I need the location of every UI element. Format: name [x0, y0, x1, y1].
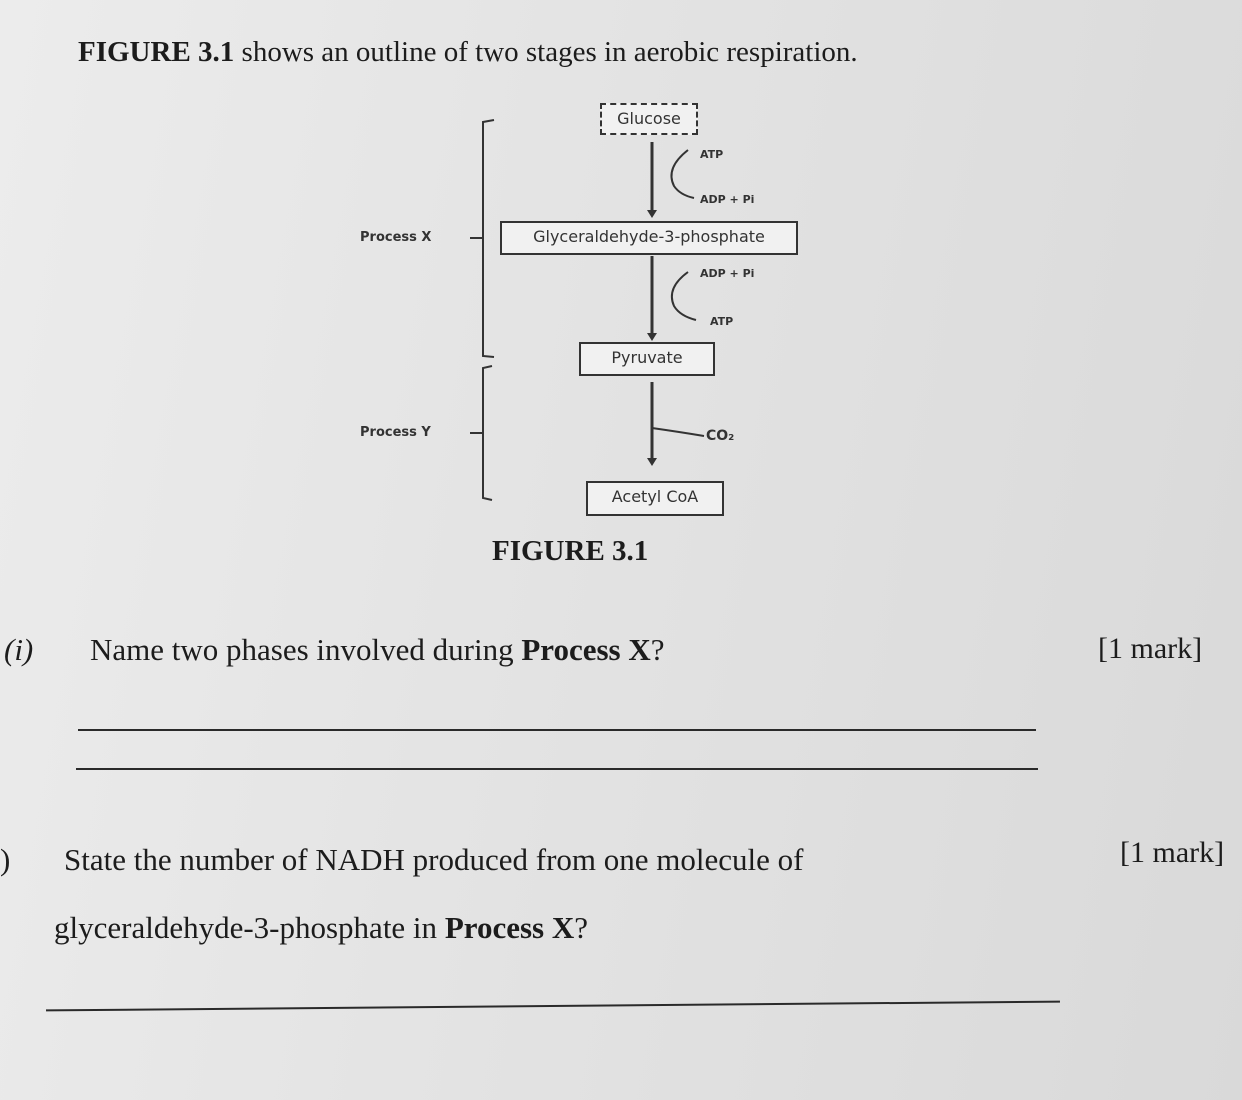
adp-out-label: ADP + Pi	[700, 193, 755, 206]
question-1-text: Name two phases involved during Process …	[90, 632, 665, 668]
question-1-text-start: Name two phases involved during	[90, 632, 522, 667]
question-1-process: Process X	[521, 632, 651, 667]
process-y-label: Process Y	[360, 425, 431, 440]
question-2-process: Process X	[444, 910, 575, 945]
adp-in-label: ADP + Pi	[700, 267, 755, 280]
question-2-line2-start: glyceraldehyde-3-phosphate in	[54, 910, 445, 945]
question-1-text-end: ?	[650, 632, 665, 667]
g3p-box: Glyceraldehyde-3-phosphate	[500, 221, 798, 255]
figure-caption: FIGURE 3.1	[492, 535, 649, 567]
acetyl-coa-box: Acetyl CoA	[586, 481, 724, 516]
pyruvate-box: Pyruvate	[579, 342, 715, 376]
answer-line-2[interactable]	[76, 768, 1038, 770]
process-y-bracket	[482, 365, 493, 501]
intro-sentence: shows an outline of two stages in aerobi…	[234, 36, 858, 68]
process-x-bracket	[482, 119, 495, 358]
respiration-diagram: Glucose Glyceraldehyde-3-phosphate Pyruv…	[360, 103, 798, 516]
question-1-marks: [1 mark]	[1098, 632, 1203, 665]
question-2-number: )	[0, 842, 11, 877]
glucose-box: Glucose	[600, 103, 698, 135]
figure-reference: FIGURE 3.1	[78, 36, 235, 68]
answer-line-1[interactable]	[78, 729, 1036, 731]
curve-adp-in	[670, 271, 697, 321]
question-2-line2: glyceraldehyde-3-phosphate in Process X?	[54, 910, 588, 946]
diagram-lines	[470, 119, 705, 501]
branch-co2	[651, 427, 705, 437]
co2-label: CO₂	[706, 428, 735, 444]
question-2-line1: State the number of NADH produced from o…	[64, 842, 804, 877]
intro-text: FIGURE 3.1 shows an outline of two stage…	[78, 36, 858, 69]
curve-atp-in	[670, 149, 695, 199]
question-2-marks: [1 mark]	[1120, 836, 1225, 869]
question-1-number: (i)	[4, 632, 34, 667]
atp-in-label: ATP	[700, 148, 724, 161]
process-x-label: Process X	[360, 230, 432, 245]
answer-line-3[interactable]	[46, 1000, 1060, 1012]
question-2-line2-end: ?	[574, 910, 588, 945]
atp-out-label: ATP	[710, 315, 734, 328]
